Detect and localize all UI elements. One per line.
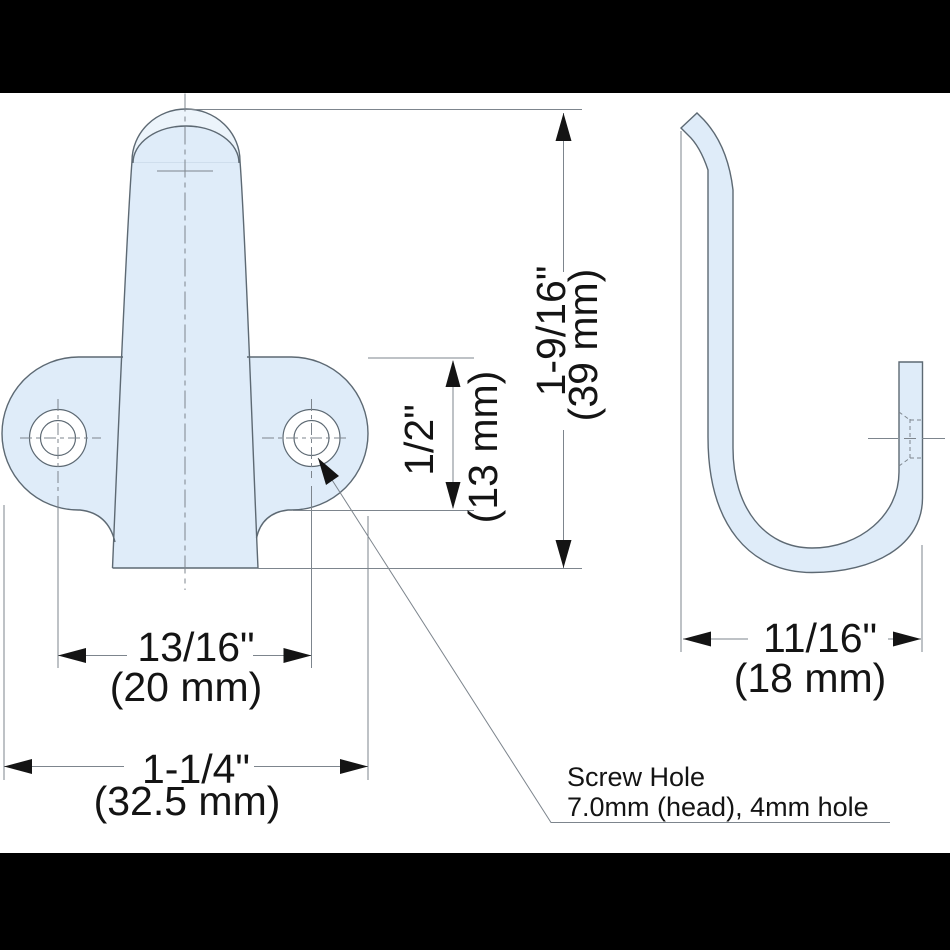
hook-side-profile xyxy=(679,112,924,574)
top-black-bar xyxy=(0,0,950,93)
dim-plate-height-mm: (13 mm) xyxy=(460,371,506,524)
dim-overall-width-in: 1-1/4" xyxy=(142,746,250,792)
plate-outline-right xyxy=(247,356,369,539)
dim-hole-spacing: 13/16" (20 mm) xyxy=(58,624,312,710)
dim-hole-spacing-mm: (20 mm) xyxy=(110,664,263,710)
dim-depth: 11/16" (18 mm) xyxy=(683,615,921,701)
dim-hole-spacing-in: 13/16" xyxy=(137,624,254,670)
leader-line xyxy=(317,457,890,823)
dome-inner-arc xyxy=(132,125,240,164)
dim-overall-height-in: 1-9/16" xyxy=(528,266,574,397)
dim-overall-width-mm: (32.5 mm) xyxy=(94,778,281,824)
left-fillet xyxy=(80,510,116,542)
screw-hole-callout: Screw Hole 7.0mm (head), 4mm hole xyxy=(317,457,890,823)
leader-arrowhead xyxy=(318,458,339,485)
dim-overall-height-mm: (39 mm) xyxy=(560,269,606,422)
dim-depth-in: 11/16" xyxy=(763,615,877,661)
countersink-hidden-lines xyxy=(898,411,922,467)
plate-outline-left xyxy=(1,356,123,543)
front-view xyxy=(1,93,369,590)
dim-overall-height: 1-9/16" (39 mm) xyxy=(528,113,606,568)
hook-body xyxy=(112,126,258,568)
screw-hole-detail: 7.0mm (head), 4mm hole xyxy=(567,792,869,822)
dim-overall-width: 1-1/4" (32.5 mm) xyxy=(4,746,368,824)
body-left-edge xyxy=(111,160,133,569)
side-view xyxy=(679,112,945,574)
bottom-black-bar xyxy=(0,853,950,950)
dim-plate-height: 1/2" (13 mm) xyxy=(396,360,506,523)
screw-hole-left xyxy=(28,408,88,468)
dimension-lines: 1/2" (13 mm) 1-9/16" (39 mm) 13/16" (20 … xyxy=(3,109,923,824)
screw-hole-title: Screw Hole xyxy=(567,762,705,792)
body-right-edge xyxy=(239,160,259,569)
dim-plate-height-in: 1/2" xyxy=(396,404,442,476)
right-fillet xyxy=(255,510,288,538)
dim-depth-mm: (18 mm) xyxy=(734,655,887,701)
